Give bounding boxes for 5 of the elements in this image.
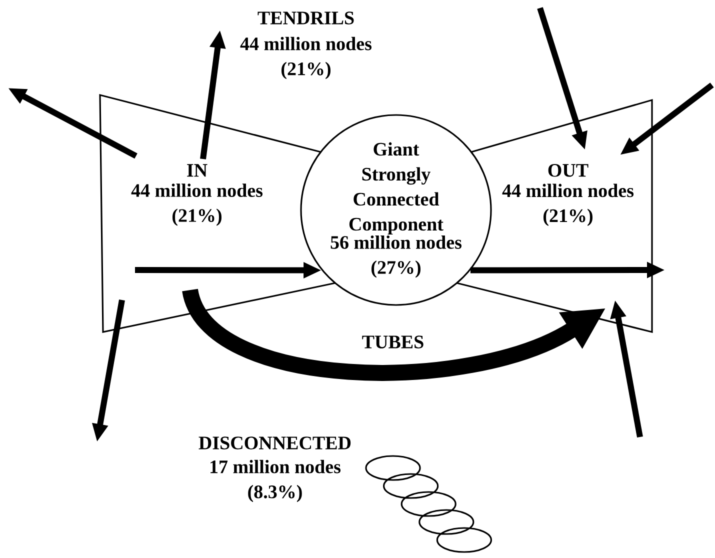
region-label: 17 million nodes (8.3%) bbox=[210, 460, 341, 502]
edge-label: TUBES bbox=[360, 334, 426, 350]
region-label: DISCONNECTED bbox=[198, 436, 351, 450]
region-label: 44 million nodes (21%) bbox=[240, 36, 372, 80]
region-label: TENDRILS bbox=[258, 12, 354, 24]
